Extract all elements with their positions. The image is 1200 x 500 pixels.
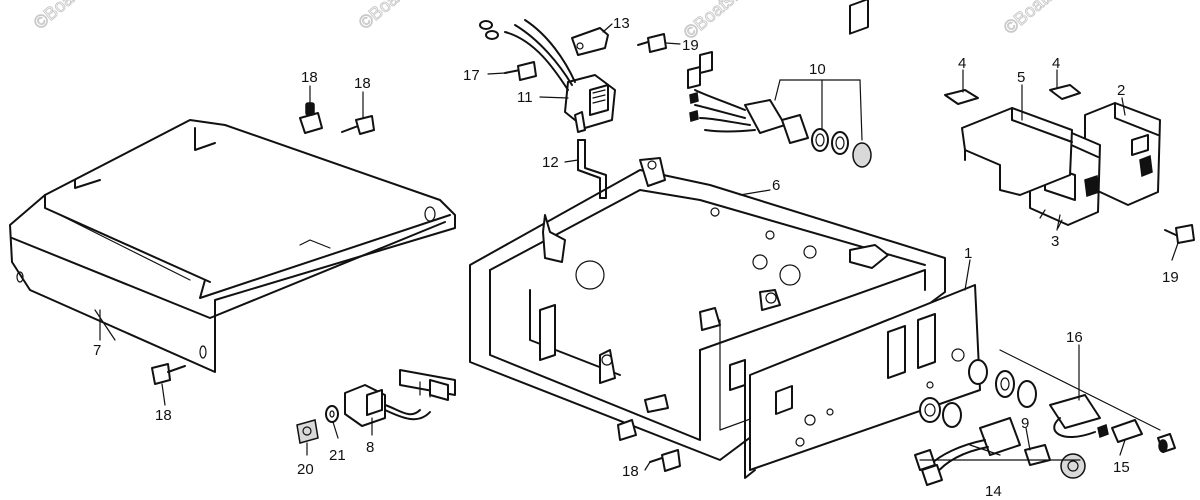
part-7-cover <box>9 119 456 373</box>
hardware <box>151 33 1195 472</box>
part-9-fuse <box>1024 444 1051 466</box>
callout-14: 14 <box>985 483 1002 500</box>
part-6-chassis <box>469 157 946 461</box>
callout-15: 15 <box>1113 459 1130 476</box>
part-8-harness <box>344 369 456 427</box>
part-4-pads <box>944 84 1081 105</box>
callout-13: 13 <box>613 15 630 32</box>
part-12-bracket <box>577 139 607 199</box>
callout-17: 17 <box>463 67 480 84</box>
callouts: 1 2 3 4 4 5 6 7 8 9 10 11 12 13 14 15 16… <box>93 15 1179 500</box>
callout-18: 18 <box>354 75 371 92</box>
part-5-bracket <box>961 107 1073 196</box>
callout-5: 5 <box>1017 69 1025 86</box>
part-10-toggle-switch <box>687 51 872 168</box>
callout-4: 4 <box>1052 55 1060 72</box>
callout-11: 11 <box>517 89 533 106</box>
part-16-fuse-holder <box>968 359 1176 453</box>
callout-3: 3 <box>1051 233 1059 250</box>
part-13-bracket <box>571 27 609 56</box>
callout-7: 7 <box>93 342 101 359</box>
part-1-front-panel <box>729 0 981 479</box>
part-15-fuse <box>1111 419 1143 443</box>
callout-18: 18 <box>622 463 639 480</box>
callout-19: 19 <box>1162 269 1179 286</box>
callout-9: 9 <box>1021 415 1029 432</box>
callout-21: 21 <box>329 447 346 464</box>
callout-2: 2 <box>1117 82 1125 99</box>
callout-1: 1 <box>964 245 972 262</box>
callout-20: 20 <box>297 461 314 478</box>
part-2-switch <box>1084 102 1161 206</box>
callout-10: 10 <box>809 61 826 78</box>
callout-19: 19 <box>682 37 699 54</box>
callout-8: 8 <box>366 439 374 456</box>
watermark: ©Boats.net <box>30 0 111 33</box>
watermark: ©Boats.net <box>1000 0 1081 38</box>
callout-18: 18 <box>155 407 172 424</box>
callout-4: 4 <box>958 55 966 72</box>
part-11-relay <box>479 19 616 133</box>
watermark: ©Boats.net <box>355 0 436 33</box>
callout-12: 12 <box>542 154 559 171</box>
callout-18: 18 <box>301 69 318 86</box>
callout-16: 16 <box>1066 329 1083 346</box>
callout-6: 6 <box>772 177 780 194</box>
leader-lines <box>99 23 1179 471</box>
watermarks: ©Boats.net ©Boats.net ©Boats.net ©Boats.… <box>29 0 1081 44</box>
